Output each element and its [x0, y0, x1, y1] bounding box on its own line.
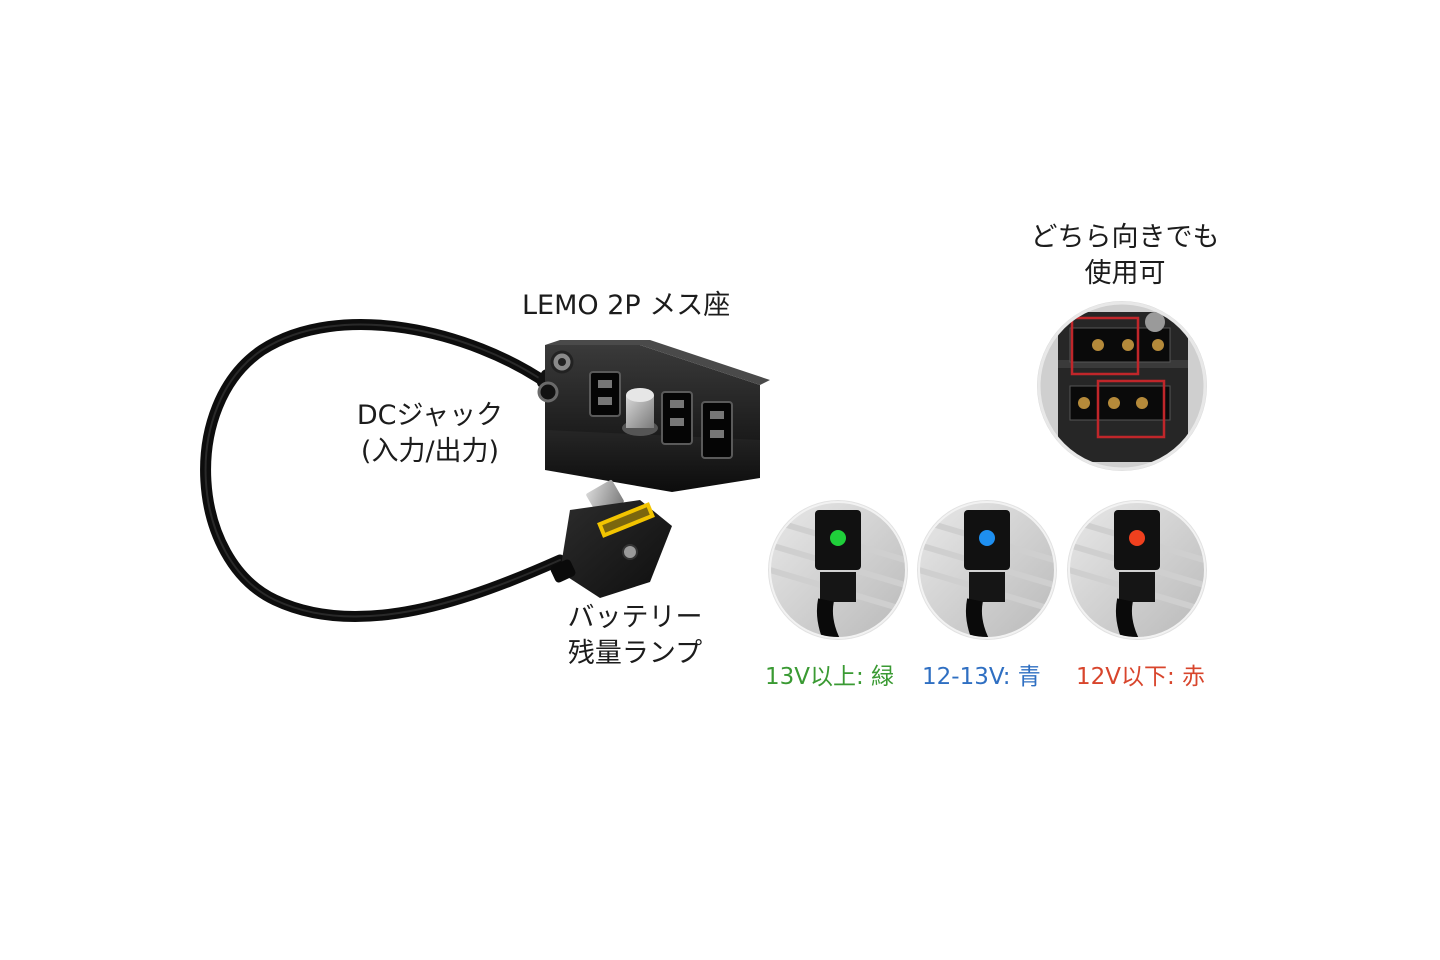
lemo-label: LEMO 2P メス座: [522, 290, 731, 321]
orientation-label: どちら向きでも 使用可: [1020, 220, 1230, 292]
d-tap-plug: [550, 479, 672, 598]
orientation-detail: [1037, 301, 1207, 471]
battery-lamp-label-line1: バッテリー: [567, 602, 703, 633]
dc-jack-label-line1: DCジャック: [356, 400, 504, 431]
battery-lamp-label-line2: 残量ランプ: [567, 638, 703, 669]
cable: [200, 319, 566, 623]
dc-jack-label: DCジャック (入力/出力): [350, 398, 510, 470]
dc-jack-icon: [537, 381, 559, 403]
lamp-detail-blue: [917, 500, 1057, 640]
battery-lamp-label: バッテリー 残量ランプ: [560, 600, 710, 672]
battery-lamp-icon: [622, 544, 638, 560]
lamp-detail-red: [1067, 500, 1207, 640]
distribution-box: [537, 340, 770, 492]
orientation-label-line1: どちら向きでも: [1030, 222, 1220, 253]
orientation-label-line2: 使用可: [1084, 258, 1166, 289]
lamp-label-red: 12V以下: 赤: [1076, 664, 1206, 690]
lamp-label-blue: 12-13V: 青: [922, 664, 1041, 690]
dc-jack-label-line2: (入力/出力): [360, 436, 500, 467]
lamp-detail-green: [768, 500, 908, 640]
lamp-label-green: 13V以上: 緑: [765, 664, 895, 690]
